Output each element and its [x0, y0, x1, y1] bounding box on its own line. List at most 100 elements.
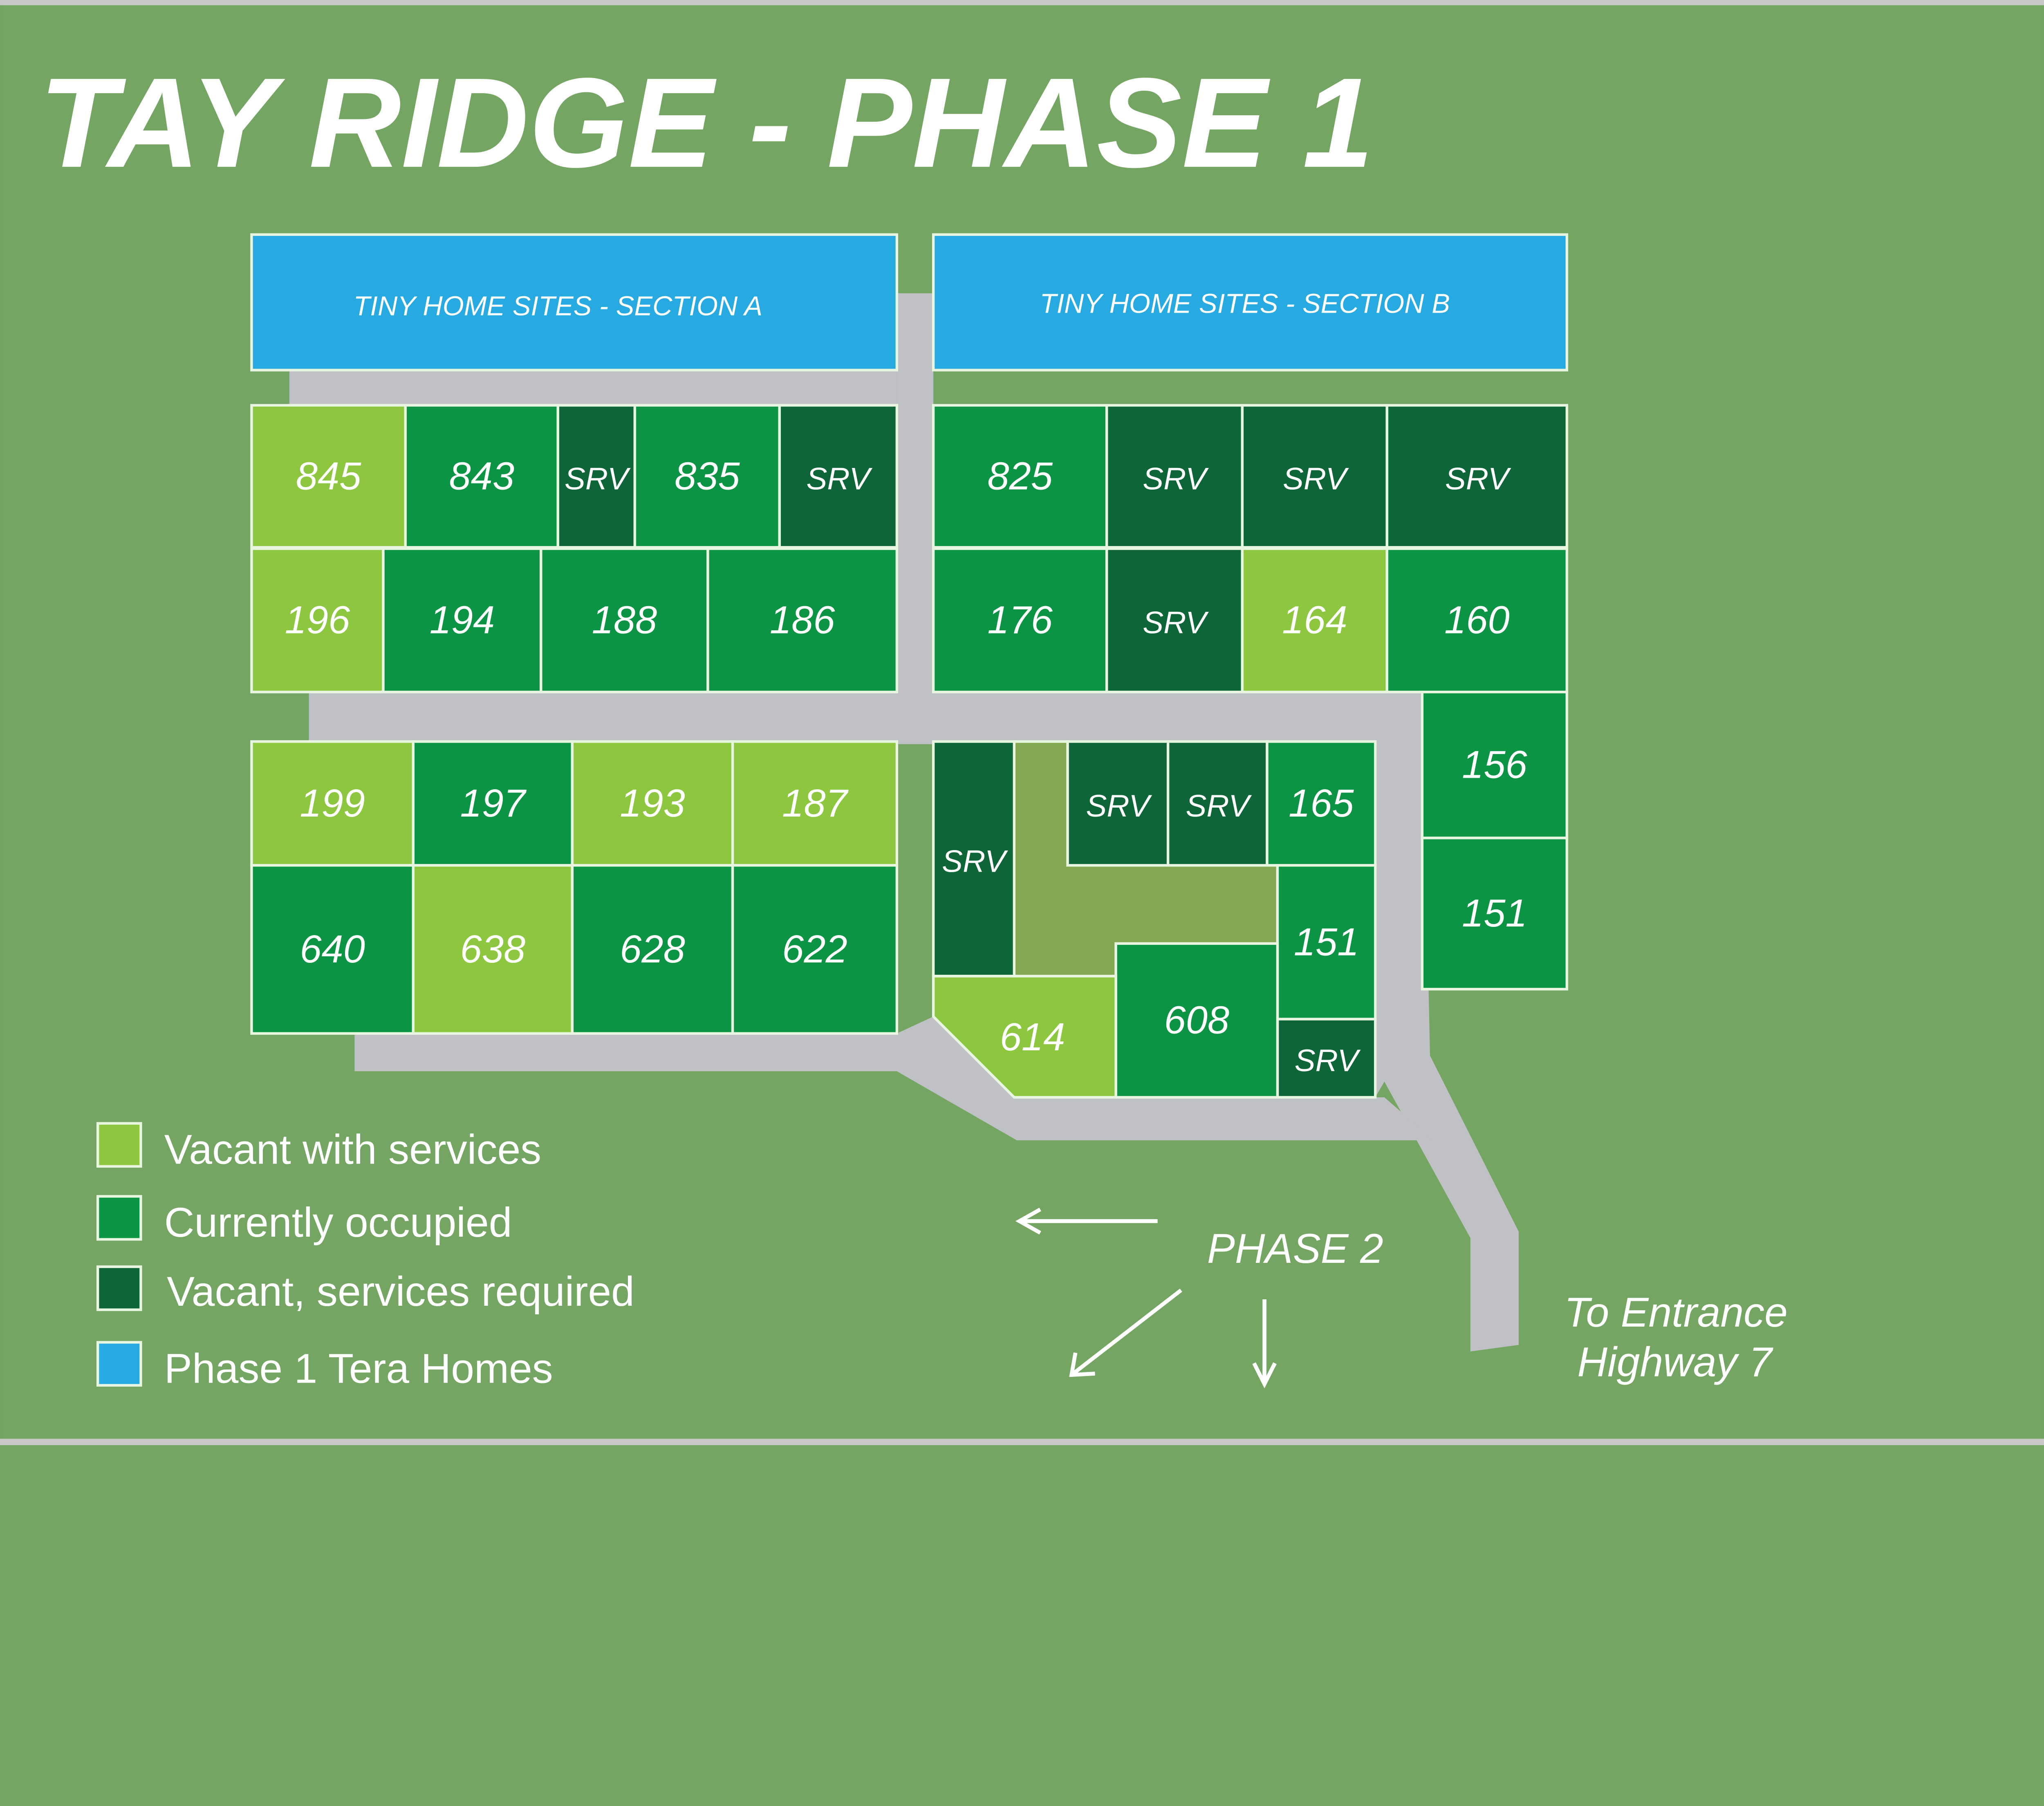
- legend-label: Vacant with services: [164, 1126, 541, 1173]
- lot-label: 151: [1294, 920, 1359, 964]
- lot-label: 845: [296, 454, 361, 498]
- lot-label: 151: [1462, 891, 1527, 935]
- lot-shape: [412, 864, 574, 1035]
- lot-shape: [1421, 837, 1569, 991]
- lot-shape: [250, 547, 385, 694]
- lot-label: SRV: [1143, 461, 1209, 496]
- arrow-down-icon: [1252, 1299, 1277, 1389]
- legend-swatch: [96, 1195, 142, 1241]
- road-segment: [1375, 692, 1519, 1352]
- lot-label: 622: [782, 927, 847, 971]
- lot-199: 199: [250, 740, 415, 867]
- lot-shape: [932, 975, 1117, 1099]
- lot-label: 194: [430, 598, 495, 642]
- lot-label: SRV: [1186, 789, 1252, 824]
- lot-638: 638: [412, 864, 574, 1035]
- lot-843: 843: [404, 404, 559, 549]
- legend-swatch: [96, 1122, 142, 1168]
- lot-188: 188: [540, 547, 709, 694]
- lot-835: 835: [633, 404, 781, 549]
- lot-srv: SRV: [778, 404, 899, 549]
- lot-608: 608: [1114, 942, 1279, 1099]
- lot-shape: [1166, 740, 1269, 867]
- page-title: TAY RIDGE - PHASE 1: [39, 51, 1374, 194]
- lot-shape: [1276, 864, 1377, 1020]
- lot-shape: [571, 740, 734, 867]
- lot-label: 825: [987, 454, 1053, 498]
- lot-shape: [1105, 547, 1244, 694]
- lot-label: 614: [1000, 1015, 1065, 1059]
- lot-srv: SRV: [932, 740, 1016, 978]
- top-border: [0, 0, 2044, 5]
- section-a-label: TINY HOME SITES - SECTION A: [353, 291, 762, 322]
- legend-item: Vacant with services: [96, 1122, 541, 1173]
- lot-label: 193: [620, 781, 685, 825]
- lot-176: 176: [932, 547, 1108, 694]
- entrance-label-line2: Highway 7: [1577, 1338, 1773, 1385]
- legend-item: Currently occupied: [96, 1195, 512, 1246]
- roads: [289, 293, 1519, 1352]
- lot-label: 165: [1289, 781, 1354, 825]
- legend-swatch: [96, 1265, 142, 1311]
- lot-srv: SRV: [1066, 740, 1170, 867]
- lot-shape: [540, 547, 709, 694]
- lot-srv: SRV: [1105, 404, 1244, 549]
- lot-srv: SRV: [1105, 547, 1244, 694]
- lot-156: 156: [1421, 691, 1569, 839]
- lot-shape: [706, 547, 899, 694]
- lot-shape: [571, 864, 734, 1035]
- lot-160: 160: [1385, 547, 1569, 694]
- legend-label: Currently occupied: [164, 1199, 512, 1246]
- lot-193: 193: [571, 740, 734, 867]
- lot-label: SRV: [1283, 461, 1349, 496]
- lot-shape: [778, 404, 899, 549]
- lot-label: SRV: [942, 844, 1008, 879]
- lot-label: 196: [285, 598, 350, 642]
- lot-label: 176: [987, 598, 1053, 642]
- lot-label: 188: [592, 598, 657, 642]
- lot-label: 843: [449, 454, 514, 498]
- directions: [1015, 1208, 1277, 1389]
- lot-151: 151: [1421, 837, 1569, 991]
- road-segment: [896, 293, 934, 743]
- section-a-banner: TINY HOME SITES - SECTION A: [250, 233, 899, 371]
- lot-label: 199: [300, 781, 365, 825]
- site-map: TAY RIDGE - PHASE 1 TINY HOME SITES - SE…: [0, 0, 2044, 1446]
- lot-label: 160: [1444, 598, 1510, 642]
- lot-shape: [404, 404, 559, 549]
- lot-label: SRV: [1295, 1043, 1361, 1078]
- lot-622: 622: [731, 864, 899, 1035]
- legend-item: Vacant, services required: [96, 1265, 634, 1315]
- lot-151: 151: [1276, 864, 1377, 1020]
- lot-shape: [1276, 1018, 1377, 1099]
- lot-187: 187: [731, 740, 899, 867]
- lot-165: 165: [1266, 740, 1377, 867]
- lot-shape: [731, 740, 899, 867]
- lot-srv: SRV: [1385, 404, 1569, 549]
- lot-shape: [932, 404, 1108, 549]
- lot-label: SRV: [1086, 789, 1152, 824]
- phase2-label: PHASE 2: [1207, 1225, 1383, 1272]
- lot-shape: [633, 404, 781, 549]
- lot-srv: SRV: [1241, 404, 1389, 549]
- lot-shape: [556, 404, 637, 549]
- lot-srv: SRV: [1276, 1018, 1377, 1099]
- legend-swatch: [96, 1341, 142, 1387]
- lot-196: 196: [250, 547, 385, 694]
- lot-shape: [1241, 547, 1389, 694]
- legend-item: Phase 1 Tera Homes: [96, 1341, 553, 1392]
- road-segment: [309, 692, 1422, 744]
- lot-label: SRV: [1445, 461, 1511, 496]
- lot-label: 640: [300, 927, 365, 971]
- lot-640: 640: [250, 864, 415, 1035]
- lot-label: 608: [1164, 998, 1229, 1042]
- road-segment: [289, 369, 897, 408]
- road-segment: [354, 1016, 1434, 1141]
- lot-label: SRV: [806, 461, 872, 496]
- lot-label: 187: [782, 781, 849, 825]
- entrance-label-line1: To Entrance: [1564, 1289, 1788, 1336]
- lot-194: 194: [382, 547, 542, 694]
- lot-825: 825: [932, 404, 1108, 549]
- lot-label: 197: [460, 781, 527, 825]
